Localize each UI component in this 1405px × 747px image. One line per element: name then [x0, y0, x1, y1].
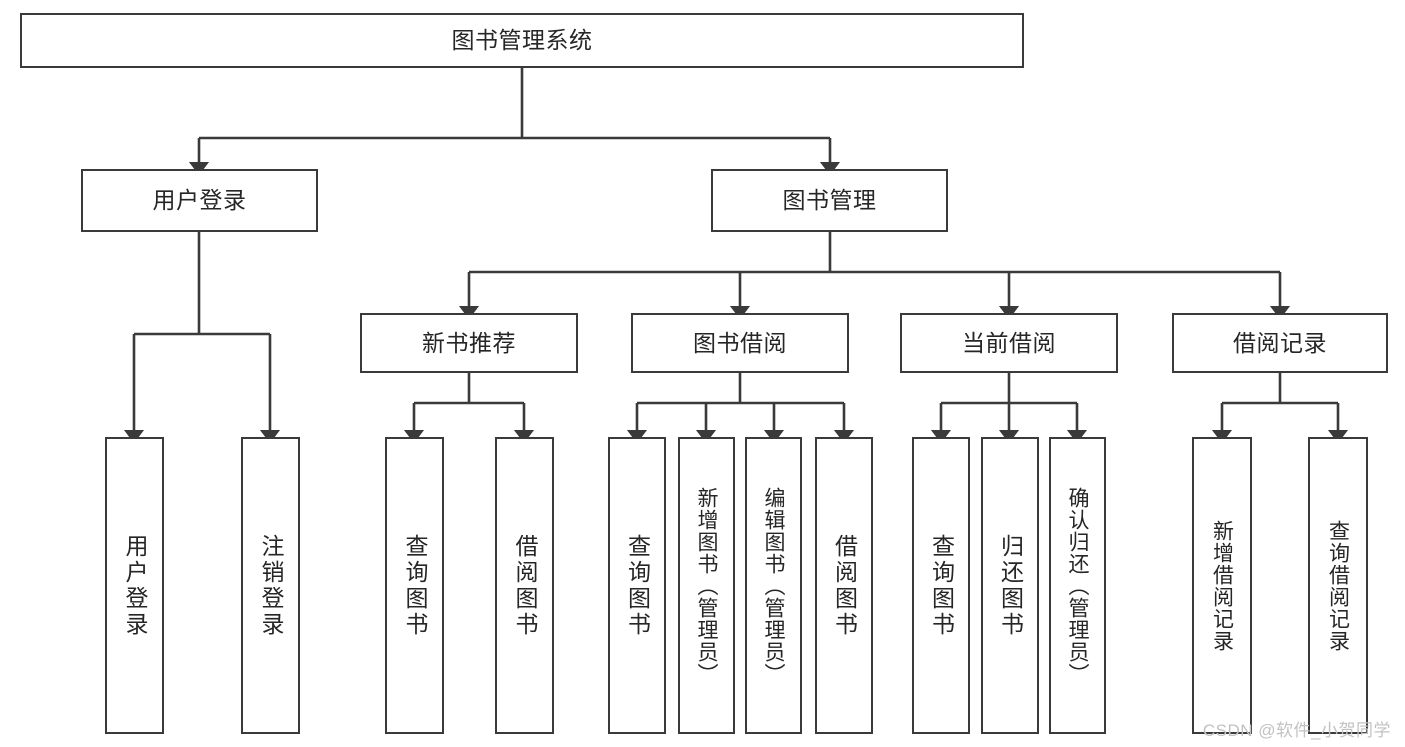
- node-label: 新书推荐: [422, 329, 516, 356]
- node-label: 新增借阅记录: [1210, 519, 1234, 652]
- node-book-borrow[interactable]: 图书借阅: [631, 313, 849, 373]
- node-label: 确认归还（管理员）: [1066, 486, 1089, 685]
- node-label: 查询借阅记录: [1326, 519, 1350, 652]
- node-leaf-query-book-borrow[interactable]: 查询图书: [608, 437, 666, 734]
- node-label: 借阅图书: [512, 533, 538, 638]
- node-label: 编辑图书（管理员）: [762, 486, 785, 685]
- node-label: 查询图书: [624, 533, 651, 638]
- node-borrow-record[interactable]: 借阅记录: [1172, 313, 1388, 373]
- node-leaf-logout[interactable]: 注销登录: [241, 437, 300, 734]
- node-leaf-add-borrow-record[interactable]: 新增借阅记录: [1192, 437, 1252, 734]
- node-label: 当前借阅: [962, 329, 1056, 356]
- node-label: 图书借阅: [693, 329, 787, 356]
- node-leaf-query-book-recommend[interactable]: 查询图书: [385, 437, 444, 734]
- node-leaf-edit-book-admin[interactable]: 编辑图书（管理员）: [745, 437, 802, 734]
- node-leaf-query-book-current[interactable]: 查询图书: [912, 437, 970, 734]
- csdn-watermark: CSDN @软件_小贺同学: [1202, 721, 1391, 740]
- node-leaf-user-login[interactable]: 用户登录: [105, 437, 164, 734]
- node-leaf-return-book[interactable]: 归还图书: [981, 437, 1039, 734]
- node-label: 用户登录: [152, 187, 247, 214]
- node-label: 借阅记录: [1233, 329, 1327, 356]
- node-label: 新增图书（管理员）: [695, 486, 718, 685]
- node-label: 查询图书: [928, 533, 955, 638]
- node-label: 图书管理系统: [451, 27, 593, 54]
- node-label: 注销登录: [258, 533, 284, 638]
- node-leaf-borrow-book[interactable]: 借阅图书: [815, 437, 873, 734]
- node-label: 用户登录: [122, 533, 148, 638]
- node-label: 查询图书: [402, 533, 428, 638]
- node-new-book-recommend[interactable]: 新书推荐: [360, 313, 578, 373]
- node-label: 图书管理: [782, 187, 877, 214]
- node-user-login[interactable]: 用户登录: [81, 169, 318, 232]
- node-book-management[interactable]: 图书管理: [711, 169, 948, 232]
- node-current-borrow[interactable]: 当前借阅: [900, 313, 1118, 373]
- node-leaf-add-book-admin[interactable]: 新增图书（管理员）: [678, 437, 735, 734]
- node-root-system[interactable]: 图书管理系统: [20, 13, 1024, 68]
- node-label: 归还图书: [997, 533, 1024, 638]
- node-leaf-confirm-return-admin[interactable]: 确认归还（管理员）: [1049, 437, 1106, 734]
- node-label: 借阅图书: [831, 533, 858, 638]
- node-leaf-borrow-book-recommend[interactable]: 借阅图书: [495, 437, 554, 734]
- node-leaf-query-borrow-record[interactable]: 查询借阅记录: [1308, 437, 1368, 734]
